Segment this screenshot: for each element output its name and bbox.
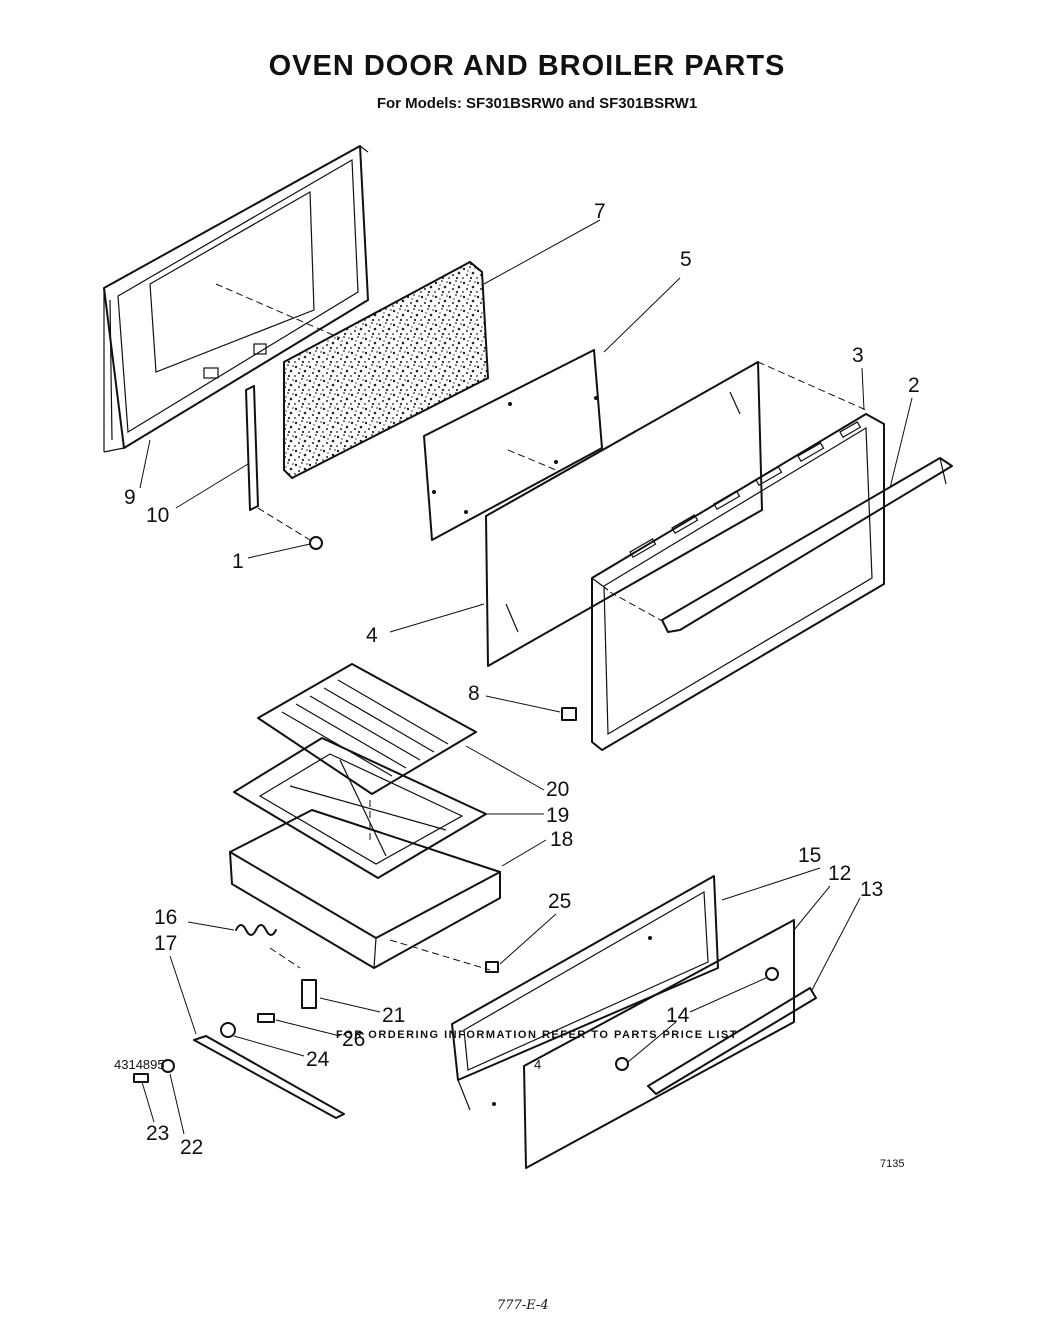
callout-7: 7 xyxy=(594,200,606,223)
callout-23: 23 xyxy=(146,1122,169,1145)
callout-26: 26 xyxy=(342,1028,365,1051)
bolt xyxy=(133,1073,149,1083)
broiler-pan xyxy=(229,809,501,969)
callout-labels: 7 5 3 2 9 10 1 4 8 20 19 18 15 12 13 25 … xyxy=(124,200,920,1159)
inner-door-liner xyxy=(103,145,369,453)
callout-8: 8 xyxy=(468,682,480,705)
pin xyxy=(485,961,499,973)
callout-1: 1 xyxy=(232,550,244,573)
document-number: 4314895 xyxy=(114,1057,165,1072)
latch-screw xyxy=(257,1013,275,1023)
callout-3: 3 xyxy=(852,344,864,367)
nut xyxy=(220,1022,236,1038)
latch xyxy=(301,979,317,1009)
callout-18: 18 xyxy=(550,828,573,851)
callout-4: 4 xyxy=(366,624,378,647)
trim-nut-lower xyxy=(615,1057,629,1071)
model-subtitle: For Models: SF301BSRW0 and SF301BSRW1 xyxy=(376,95,698,112)
callout-25: 25 xyxy=(548,890,571,913)
outer-glass xyxy=(485,361,763,667)
handwritten-mark: 777-E-4 xyxy=(497,1298,549,1313)
trim-nut-upper xyxy=(765,967,779,981)
callout-19: 19 xyxy=(546,804,569,827)
outer-door-frame xyxy=(591,413,885,751)
spring xyxy=(235,924,277,936)
ordering-note: FOR ORDERING INFORMATION REFER TO PARTS … xyxy=(336,1029,738,1041)
callout-17: 17 xyxy=(154,932,177,955)
door-insulation xyxy=(283,260,490,480)
slide-rail xyxy=(193,1035,345,1119)
inner-glass xyxy=(423,349,603,541)
callout-12: 12 xyxy=(828,862,851,885)
callout-15: 15 xyxy=(798,844,821,867)
callout-10: 10 xyxy=(146,504,169,527)
spacer xyxy=(161,1059,175,1073)
callout-20: 20 xyxy=(546,778,569,801)
door-handle xyxy=(661,457,953,633)
callout-13: 13 xyxy=(860,878,883,901)
hinge-clip xyxy=(561,707,577,721)
broiler-pan-frame xyxy=(233,737,487,879)
callout-22: 22 xyxy=(180,1136,203,1159)
page-title: OVEN DOOR AND BROILER PARTS xyxy=(268,50,786,82)
screw xyxy=(309,536,323,550)
callout-5: 5 xyxy=(680,248,692,271)
callout-2: 2 xyxy=(908,374,920,397)
callout-21: 21 xyxy=(382,1004,405,1027)
callout-16: 16 xyxy=(154,906,177,929)
door-channel xyxy=(245,385,259,511)
figure-code: 7135 xyxy=(880,1158,905,1170)
broiler-grid xyxy=(257,663,477,795)
broiler-door-trim xyxy=(647,987,817,1095)
broiler-door-liner xyxy=(451,875,719,1111)
callout-9: 9 xyxy=(124,486,136,509)
page-number: 4 xyxy=(534,1057,542,1072)
callout-14: 14 xyxy=(666,1004,690,1027)
callout-24: 24 xyxy=(306,1048,330,1071)
broiler-door-panel xyxy=(523,919,795,1169)
